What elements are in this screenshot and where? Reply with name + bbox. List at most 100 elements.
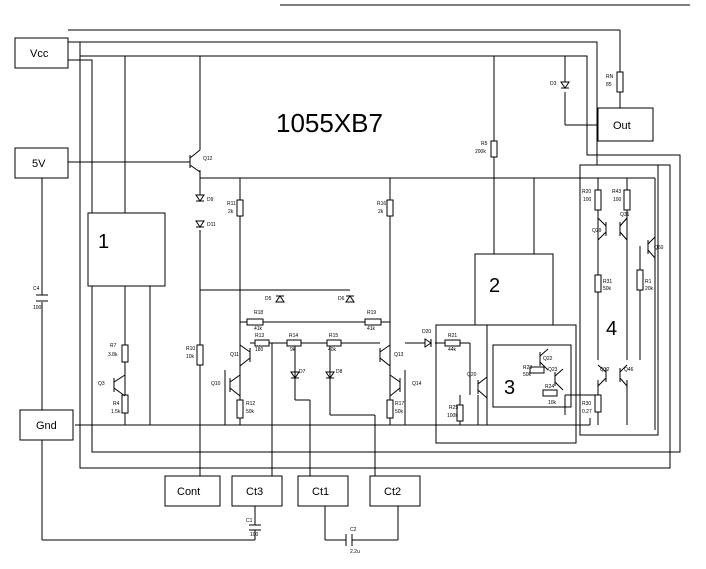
svg-text:R14: R14	[289, 333, 298, 339]
svg-text:Q14: Q14	[412, 381, 422, 387]
svg-text:Ct3: Ct3	[246, 486, 263, 498]
svg-text:Q20: Q20	[467, 372, 477, 378]
terminal-cont: Cont	[165, 476, 220, 506]
svg-text:0.27: 0.27	[582, 409, 592, 415]
svg-text:R24: R24	[545, 384, 554, 390]
svg-text:D8: D8	[336, 369, 343, 375]
svg-text:5V: 5V	[32, 158, 46, 170]
svg-text:Out: Out	[613, 120, 631, 132]
svg-text:Cont: Cont	[177, 486, 200, 498]
svg-text:1: 1	[98, 231, 109, 253]
svg-text:R20: R20	[582, 189, 591, 195]
svg-text:Ct2: Ct2	[384, 486, 401, 498]
svg-text:50k: 50k	[603, 286, 612, 292]
svg-text:40k: 40k	[328, 347, 337, 353]
svg-text:Q60: Q60	[654, 245, 664, 251]
svg-text:R31: R31	[603, 279, 612, 285]
svg-text:Q13: Q13	[394, 352, 404, 358]
svg-text:R30: R30	[582, 401, 591, 407]
svg-text:100: 100	[250, 532, 259, 538]
svg-text:50k: 50k	[523, 372, 532, 378]
terminal-out: Out	[598, 108, 653, 141]
svg-text:180: 180	[255, 347, 264, 353]
svg-text:9k: 9k	[290, 347, 296, 353]
svg-text:44k: 44k	[448, 347, 457, 353]
svg-text:Q22: Q22	[543, 356, 553, 362]
svg-text:41k: 41k	[254, 326, 263, 332]
svg-text:Q31: Q31	[620, 212, 630, 218]
svg-text:D6: D6	[338, 296, 345, 302]
svg-text:2: 2	[489, 275, 500, 297]
svg-text:2k: 2k	[378, 209, 384, 215]
block-1: 1	[88, 213, 165, 286]
svg-text:R19: R19	[367, 310, 376, 316]
svg-text:100: 100	[613, 197, 622, 203]
svg-text:20k: 20k	[645, 286, 654, 292]
terminal-ct2: Ct2	[370, 476, 420, 506]
svg-text:R1: R1	[645, 279, 652, 285]
terminal-vcc: Vcc	[15, 38, 68, 68]
svg-text:R5: R5	[481, 141, 488, 147]
svg-text:Q32: Q32	[600, 367, 610, 373]
svg-text:Vcc: Vcc	[30, 48, 49, 60]
svg-text:50k: 50k	[395, 409, 404, 415]
svg-text:Q23: Q23	[548, 367, 558, 373]
svg-text:D7: D7	[299, 369, 306, 375]
svg-text:R16: R16	[377, 201, 386, 207]
svg-text:200k: 200k	[475, 149, 486, 155]
svg-text:41k: 41k	[367, 326, 376, 332]
svg-text:85: 85	[606, 82, 612, 88]
svg-text:2k: 2k	[228, 209, 234, 215]
svg-text:R43: R43	[612, 189, 621, 195]
svg-text:Q10: Q10	[211, 381, 221, 387]
block-4-label: 4	[606, 318, 617, 340]
svg-text:R21: R21	[448, 333, 457, 339]
svg-text:D20: D20	[422, 329, 431, 335]
svg-text:R4: R4	[113, 401, 120, 407]
svg-text:R23: R23	[523, 365, 532, 371]
svg-text:10k: 10k	[548, 400, 557, 406]
svg-text:Q12: Q12	[203, 156, 213, 162]
svg-text:R17: R17	[395, 401, 404, 407]
svg-text:R12: R12	[246, 401, 255, 407]
svg-text:R11: R11	[227, 201, 236, 207]
terminal-ct1: Ct1	[298, 476, 348, 506]
svg-text:Q46: Q46	[624, 367, 634, 373]
svg-text:100: 100	[583, 197, 592, 203]
svg-text:100k: 100k	[447, 413, 458, 419]
svg-text:R7: R7	[110, 343, 117, 349]
svg-text:50k: 50k	[246, 409, 255, 415]
capacitor-plates	[249, 525, 352, 546]
svg-text:1.5k: 1.5k	[111, 409, 121, 415]
svg-text:R10: R10	[186, 346, 195, 352]
svg-text:100: 100	[33, 305, 42, 311]
svg-text:R18: R18	[254, 310, 263, 316]
chip-title: 1055XB7	[276, 108, 383, 138]
terminal-gnd: Gnd	[20, 410, 73, 440]
svg-text:R13: R13	[255, 333, 264, 339]
svg-text:D3: D3	[550, 81, 557, 87]
svg-text:Ct1: Ct1	[312, 486, 329, 498]
block-2: 2	[475, 254, 553, 325]
svg-text:D11: D11	[207, 222, 216, 228]
svg-text:Q3: Q3	[98, 381, 105, 387]
svg-text:D5: D5	[265, 296, 272, 302]
svg-text:C4: C4	[33, 286, 40, 292]
svg-text:C2: C2	[350, 527, 357, 533]
svg-text:R15: R15	[329, 333, 338, 339]
svg-text:C1: C1	[246, 518, 253, 524]
svg-text:Q29: Q29	[592, 228, 602, 234]
svg-text:10k: 10k	[186, 354, 195, 360]
svg-text:RN: RN	[606, 74, 614, 80]
svg-text:Q11: Q11	[230, 352, 239, 358]
svg-text:3.8k: 3.8k	[108, 352, 118, 358]
svg-text:R25: R25	[449, 405, 458, 411]
terminal-5v: 5V	[15, 148, 68, 178]
transistors	[114, 150, 655, 398]
svg-text:2.2u: 2.2u	[350, 549, 360, 555]
block-3-label: 3	[504, 377, 515, 399]
svg-text:D9: D9	[207, 197, 214, 203]
svg-text:Gnd: Gnd	[36, 420, 57, 432]
terminal-ct3: Ct3	[232, 476, 282, 506]
